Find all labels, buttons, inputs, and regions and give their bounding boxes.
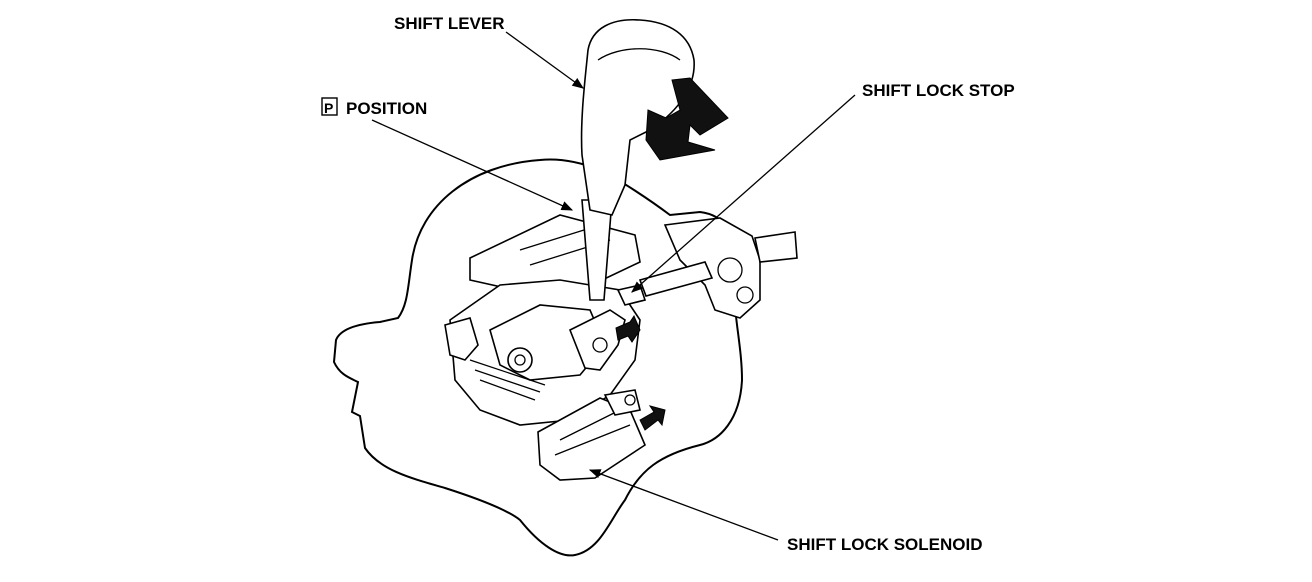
solenoid-arrow-icon	[639, 405, 666, 431]
pivot-bolt	[507, 347, 533, 373]
p-position-box	[321, 97, 338, 116]
shift-lock-stop-label: SHIFT LOCK STOP	[862, 81, 1015, 100]
shift-lever-knob-icon	[580, 18, 695, 216]
stop-arrow-icon	[615, 314, 641, 343]
lever-push-arrow-icon	[645, 77, 729, 161]
p-position-leader	[371, 119, 574, 211]
cable-end	[754, 231, 798, 263]
shift-cable	[638, 261, 714, 297]
shift-lock-solenoid-label: SHIFT LOCK SOLENOID	[787, 535, 983, 554]
p-position-letter: P	[324, 100, 333, 116]
shift-lock-solenoid-part	[537, 397, 646, 481]
shift-lever-leader	[505, 31, 584, 89]
shift-lock-solenoid-leader	[588, 469, 779, 541]
left-linkage	[444, 317, 479, 361]
p-position-label: POSITION	[346, 99, 427, 118]
shift-lever-label: SHIFT LEVER	[394, 14, 505, 33]
shift-lock-stop-part	[568, 309, 626, 371]
shift-lock-stop-leader	[631, 94, 856, 293]
